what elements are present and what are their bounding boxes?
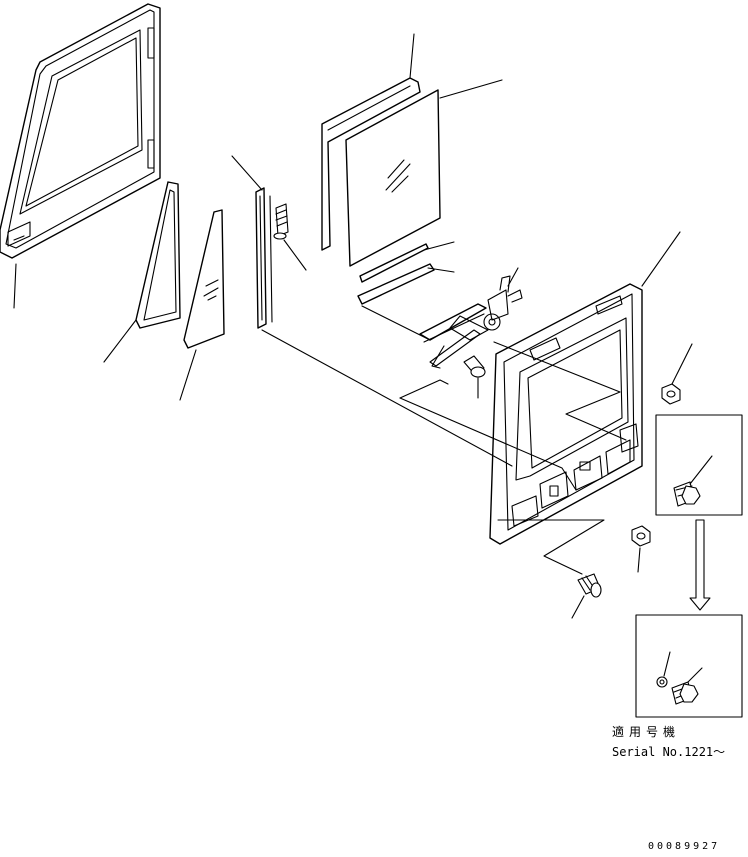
- triangle-seal: [135, 181, 181, 329]
- triangle-glass: [183, 209, 225, 349]
- weather-strip-lower: [357, 263, 435, 305]
- nut-upper: [661, 383, 681, 405]
- change-arrow: [689, 519, 711, 611]
- nut-lower: [631, 525, 651, 547]
- detail-box-after: [635, 614, 743, 718]
- detail-box-before: [655, 414, 743, 516]
- weather-strip-upper: [359, 243, 429, 283]
- left-door-frame: [0, 3, 161, 259]
- regulator-bolt: [463, 355, 486, 378]
- glass-run-channel: [321, 77, 421, 251]
- drawing-number: 00089927: [648, 841, 720, 852]
- applicability-label-jp: 適用号機: [612, 724, 680, 739]
- door-glass: [345, 89, 441, 267]
- screw-small: [273, 203, 289, 240]
- assembly-lines: [261, 305, 627, 575]
- applicability-serial: Serial No.1221～: [612, 745, 725, 759]
- leader-lines: [13, 33, 713, 683]
- inner-door-panel: [489, 283, 643, 545]
- bolt-lower: [577, 573, 602, 598]
- glass-channel-strip: [255, 187, 273, 329]
- window-regulator: [419, 275, 523, 369]
